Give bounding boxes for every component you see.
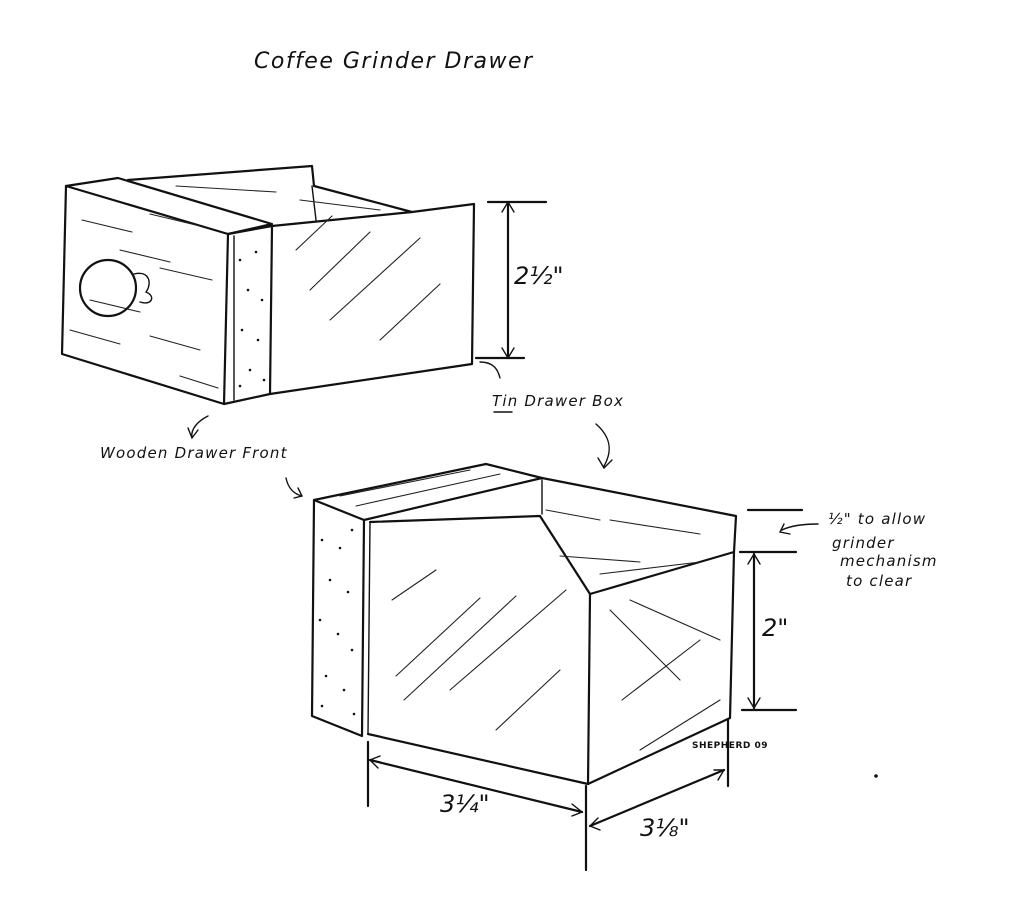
clearance-note-line-2: grinder	[832, 534, 895, 552]
width-dimension: 3¼"	[366, 740, 588, 872]
clearance-note-line-4: to clear	[846, 572, 912, 590]
bottom-front-dots	[318, 528, 356, 716]
width-label: 3¼"	[440, 790, 490, 818]
top-front-face	[60, 184, 230, 406]
artist-signature: SHEPHERD 09	[692, 741, 768, 751]
depth-label: 3⅛"	[640, 814, 690, 842]
tin-box-callout: Tin Drawer Box	[479, 361, 624, 470]
bottom-tin-side-panel	[586, 550, 736, 786]
bottom-tin-front-panel	[366, 514, 592, 786]
top-front-top-face	[64, 176, 274, 236]
stray-dot	[874, 774, 878, 778]
top-height-label: 2½"	[514, 262, 564, 290]
bottom-drawer	[310, 462, 738, 786]
top-height-dimension: 2½"	[474, 200, 564, 360]
clearance-note-line-3: mechanism	[840, 552, 938, 570]
clearance-note-line-1: ½" to allow	[828, 510, 926, 528]
top-front-edge	[222, 224, 274, 406]
top-front-edge-dots	[238, 250, 266, 388]
bottom-tin-back-rim	[540, 476, 738, 596]
page-title: Coffee Grinder Drawer	[254, 49, 534, 74]
top-drawer	[60, 164, 476, 406]
clearance-callout: ½" to allow grinder mechanism to clear	[738, 508, 938, 590]
bottom-front-face	[310, 498, 366, 738]
bottom-front-top-face	[312, 462, 544, 522]
bottom-height-label: 2"	[762, 614, 788, 642]
tin-drawer-box-label: Tin Drawer Box	[492, 392, 624, 410]
wooden-drawer-front-label: Wooden Drawer Front	[100, 444, 288, 462]
wooden-front-callout: Wooden Drawer Front	[100, 415, 304, 499]
bottom-height-dimension: 2"	[740, 552, 798, 712]
depth-dimension: 3⅛"	[588, 718, 730, 842]
drawer-knob-hole	[78, 258, 138, 318]
